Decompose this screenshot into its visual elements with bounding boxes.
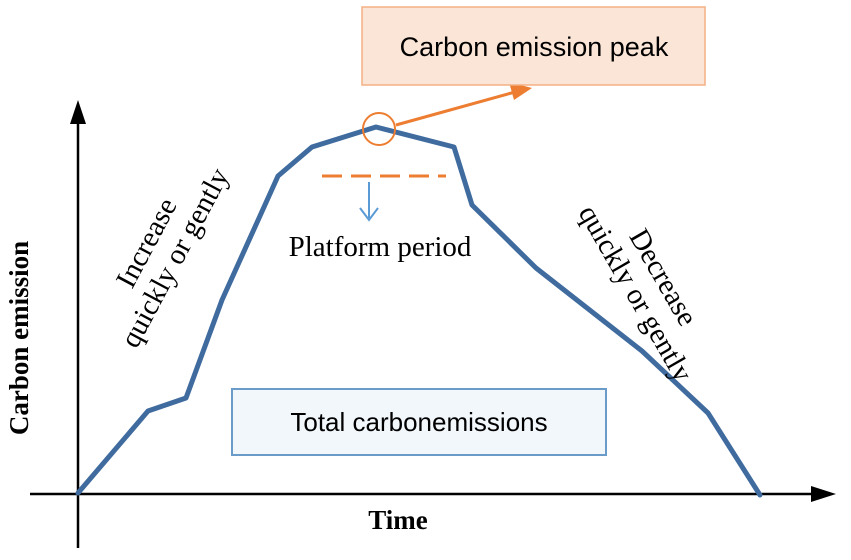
y-axis-arrowhead <box>70 100 86 124</box>
x-axis-arrowhead <box>811 486 836 502</box>
total-label: Total carbonemissions <box>290 407 547 437</box>
peak-arrow <box>395 90 516 127</box>
peak-arrow-head <box>509 82 532 100</box>
platform-arrow-head <box>359 207 379 222</box>
peak-circle <box>362 112 396 146</box>
peak-label: Carbon emission peak <box>400 32 669 62</box>
total-box <box>231 388 607 456</box>
platform-label: Platform period <box>289 231 472 263</box>
peak-box <box>361 6 706 86</box>
emission-curve <box>75 124 763 498</box>
y-axis-label: Carbon emission <box>4 241 34 435</box>
x-axis-label: Time <box>368 505 428 535</box>
